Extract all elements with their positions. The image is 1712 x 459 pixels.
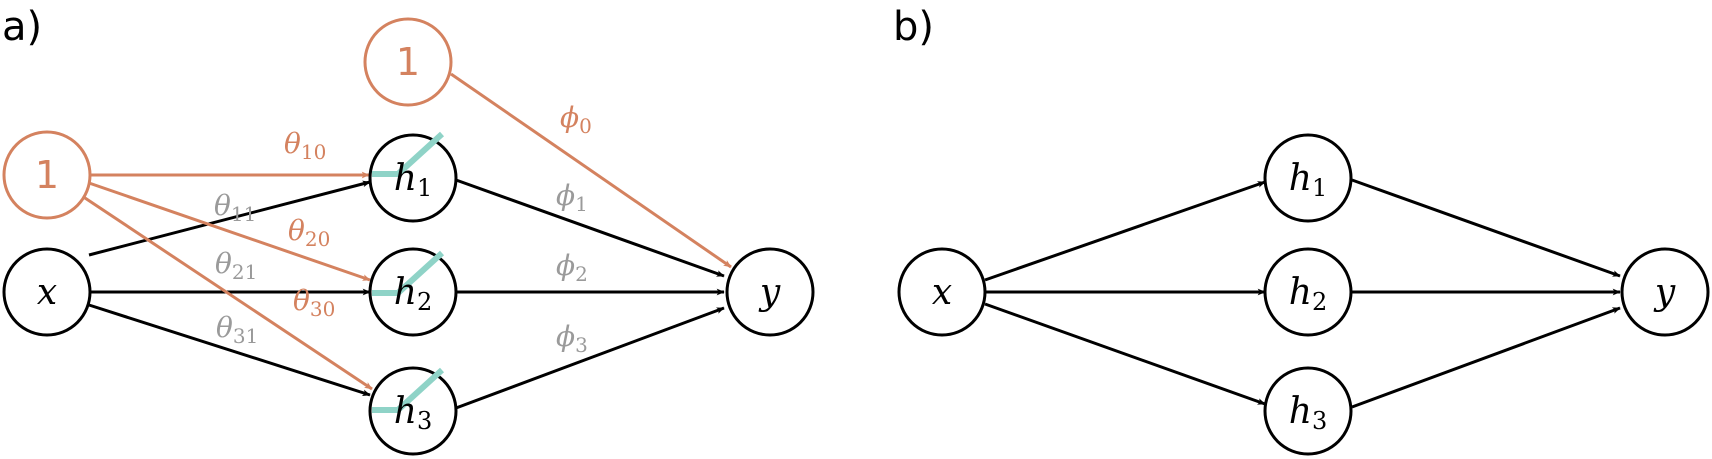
weight-label-theta11: θ11 <box>214 189 256 226</box>
panel-b-node-h2: h2 <box>1263 247 1353 337</box>
panel-b-node-h1: h1 <box>1263 133 1353 223</box>
weight-label-theta30: θ30 <box>293 284 335 321</box>
panel-a-node-h3: h3 <box>368 366 458 456</box>
svg-text:h2: h2 <box>394 272 432 317</box>
edge-x-h3 <box>984 302 1266 406</box>
svg-text:x: x <box>37 272 57 313</box>
panel-a: a) θ10 θ11 θ20 θ21 θ30 θ31 ϕ0 ϕ1 <box>2 4 815 456</box>
weight-label-phi0: ϕ0 <box>560 101 592 138</box>
svg-text:h3: h3 <box>394 391 432 436</box>
weight-label-phi3: ϕ3 <box>556 320 588 357</box>
weight-label-theta31: θ31 <box>216 311 258 348</box>
weight-label-theta10: θ10 <box>284 127 326 164</box>
panel-a-label: a) <box>2 4 42 50</box>
panel-b: b) x h1 h2 h3 y <box>893 4 1710 456</box>
weight-label-theta21: θ21 <box>215 247 257 284</box>
panel-a-weight-labels: θ10 θ11 θ20 θ21 θ30 θ31 ϕ0 ϕ1 ϕ2 ϕ3 <box>214 101 592 357</box>
panel-b-edges <box>984 178 1621 409</box>
bias-node-output: 1 <box>363 17 453 107</box>
bias-node-output-label: 1 <box>396 40 420 84</box>
edge-h1-y <box>1351 178 1621 278</box>
edge-h1-y <box>455 178 725 278</box>
edge-x-h3 <box>88 303 371 397</box>
edge-x-h1 <box>984 180 1266 282</box>
svg-text:h2: h2 <box>1289 272 1327 317</box>
edge-h3-y <box>455 306 725 410</box>
panel-b-node-x: x <box>897 247 987 337</box>
relu-icon <box>372 131 445 177</box>
panel-a-edges <box>81 72 732 410</box>
bias-node-hidden-label: 1 <box>35 153 59 197</box>
edge-x-h1 <box>88 180 371 257</box>
relu-icon <box>372 250 445 296</box>
panel-a-node-x: x <box>2 247 92 337</box>
svg-text:h3: h3 <box>1289 391 1327 436</box>
weight-label-phi2: ϕ2 <box>556 249 588 286</box>
svg-text:x: x <box>932 272 952 313</box>
panel-b-label: b) <box>893 4 934 50</box>
svg-text:h1: h1 <box>394 158 432 203</box>
edge-bias-y <box>450 72 732 269</box>
panel-a-node-y: y <box>725 247 815 337</box>
relu-icon <box>372 367 445 413</box>
edge-bias-h3 <box>81 194 373 391</box>
panel-a-node-h1: h1 <box>368 131 458 223</box>
svg-text:h1: h1 <box>1289 158 1327 203</box>
weight-label-phi1: ϕ1 <box>556 179 588 216</box>
bias-node-hidden: 1 <box>2 130 92 220</box>
edge-h3-y <box>1351 306 1621 409</box>
edge-bias-h2 <box>88 181 371 282</box>
weight-label-theta20: θ20 <box>288 214 330 251</box>
svg-text:y: y <box>758 272 781 313</box>
panel-b-node-h3: h3 <box>1263 366 1353 456</box>
svg-text:y: y <box>1653 272 1676 313</box>
panel-a-node-h2: h2 <box>368 247 458 337</box>
panel-b-node-y: y <box>1620 247 1710 337</box>
